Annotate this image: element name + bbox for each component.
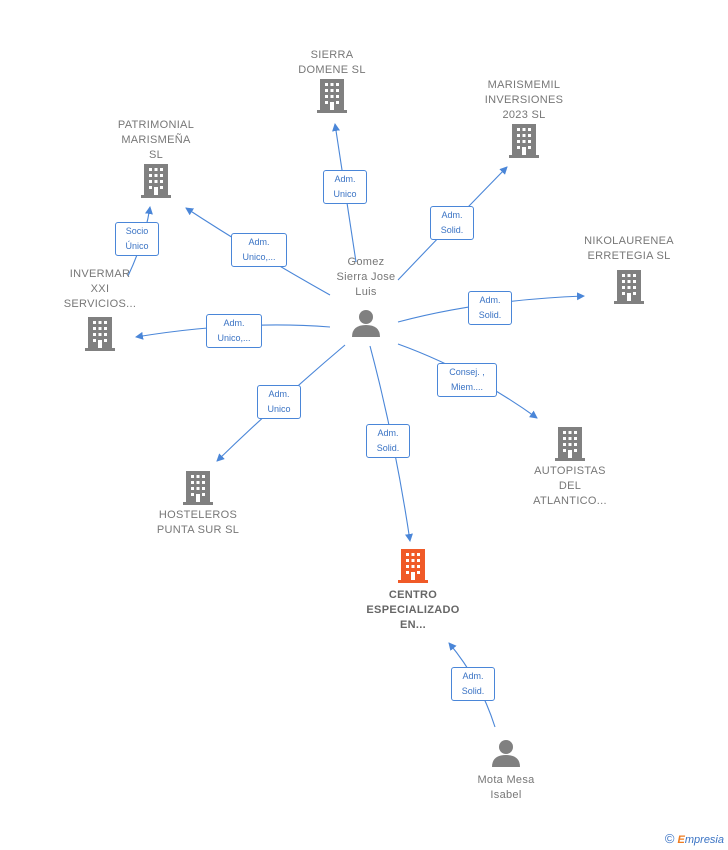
node-label: NIKOLAURENEA ERRETEGIA SL	[584, 235, 674, 262]
building-icon	[555, 427, 585, 461]
building-icon	[317, 79, 347, 113]
edge-label-to-marismemil[interactable]: Adm. Solid.	[430, 206, 474, 240]
node-invermar[interactable]: INVERMAR XXI SERVICIOS...	[57, 267, 143, 352]
node-nikolaurenea[interactable]: NIKOLAURENEA ERRETEGIA SL	[574, 234, 684, 305]
person-icon	[492, 740, 520, 767]
building-icon	[509, 124, 539, 158]
building-icon	[398, 549, 428, 583]
node-label: AUTOPISTAS DEL ATLANTICO...	[533, 465, 607, 507]
node-label: Mota Mesa Isabel	[477, 774, 535, 801]
edge-label-to-patrimonial[interactable]: Adm. Unico,...	[231, 233, 287, 267]
edge-label-invermar-to-patrimonial[interactable]: Socio Único	[115, 222, 159, 256]
node-label: Gomez Sierra Jose Luis	[336, 256, 396, 298]
node-marismemil[interactable]: MARISMEMIL INVERSIONES 2023 SL	[478, 78, 570, 159]
node-sierra-domene[interactable]: SIERRA DOMENE SL	[290, 48, 374, 114]
edge-label-to-centro[interactable]: Adm. Solid.	[366, 424, 410, 458]
building-icon	[85, 317, 115, 351]
person-icon	[352, 310, 380, 337]
node-center-person[interactable]: Gomez Sierra Jose Luis	[326, 255, 406, 338]
node-label: HOSTELEROS PUNTA SUR SL	[156, 509, 240, 536]
empresia-brand: © Empresia	[665, 831, 724, 846]
edge-label-mota-to-centro[interactable]: Adm. Solid.	[451, 667, 495, 701]
copyright-icon: ©	[664, 831, 675, 846]
building-icon	[141, 164, 171, 198]
building-icon	[614, 270, 644, 304]
node-label: CENTRO ESPECIALIZADO EN...	[366, 589, 460, 631]
brand-logo-text: mpresia	[684, 834, 724, 846]
brand-logo-letter: E	[677, 834, 685, 846]
node-label: PATRIMONIAL MARISMEÑA SL	[117, 119, 195, 161]
node-centro-especializado[interactable]: CENTRO ESPECIALIZADO EN...	[358, 548, 468, 633]
node-mota-mesa[interactable]: Mota Mesa Isabel	[464, 738, 548, 803]
node-label: MARISMEMIL INVERSIONES 2023 SL	[484, 79, 564, 121]
edge-label-to-sierra[interactable]: Adm. Unico	[323, 170, 367, 204]
node-autopistas[interactable]: AUTOPISTAS DEL ATLANTICO...	[524, 426, 616, 509]
node-hosteleros[interactable]: HOSTELEROS PUNTA SUR SL	[146, 470, 250, 538]
node-patrimonial[interactable]: PATRIMONIAL MARISMEÑA SL	[110, 118, 202, 199]
node-label: INVERMAR XXI SERVICIOS...	[63, 268, 137, 310]
edge-label-to-invermar[interactable]: Adm. Unico,...	[206, 314, 262, 348]
edge-label-to-autopistas[interactable]: Consej. , Miem....	[437, 363, 497, 397]
building-icon	[183, 471, 213, 505]
node-label: SIERRA DOMENE SL	[298, 49, 366, 76]
edge-label-to-nikolaurenea[interactable]: Adm. Solid.	[468, 291, 512, 325]
edge-label-to-hosteleros[interactable]: Adm. Unico	[257, 385, 301, 419]
